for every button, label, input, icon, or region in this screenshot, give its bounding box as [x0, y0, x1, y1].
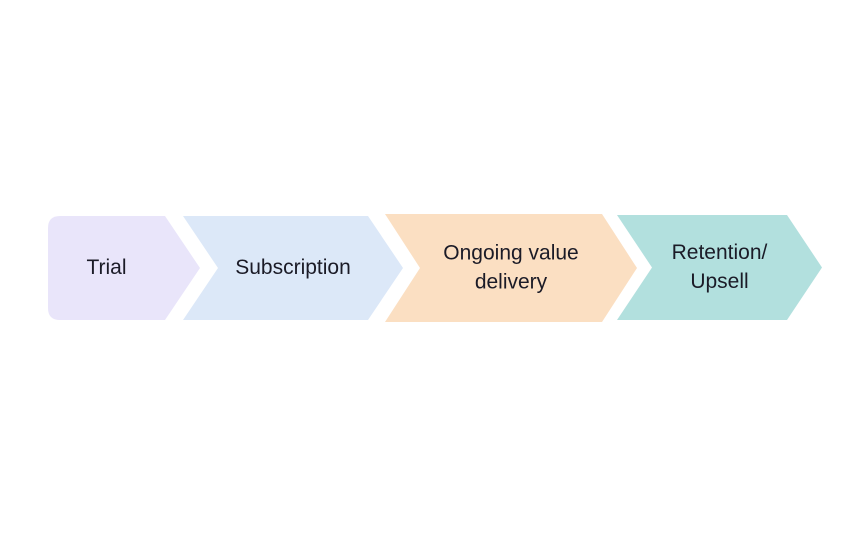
stage-label-line: Trial [86, 256, 126, 279]
stage-label-line: Retention/ [672, 241, 768, 264]
stage-shape-subscription[interactable] [183, 216, 403, 320]
stage-label-line: Upsell [690, 270, 748, 293]
stage-label-line: Ongoing value [443, 241, 578, 264]
stage-shape-trial[interactable] [48, 216, 200, 320]
stage-label-ongoing-value-delivery: Ongoing value delivery [443, 241, 578, 293]
stage-shape-retention-upsell[interactable] [617, 215, 822, 320]
stage-label-line: Subscription [235, 256, 351, 279]
stage-shape-ongoing-value-delivery[interactable] [385, 214, 637, 322]
stage-label-subscription: Subscription [235, 256, 351, 279]
stage-label-line: delivery [475, 270, 548, 293]
stage-label-trial: Trial [86, 256, 126, 279]
stage-label-retention-upsell: Retention/Upsell [672, 241, 768, 293]
